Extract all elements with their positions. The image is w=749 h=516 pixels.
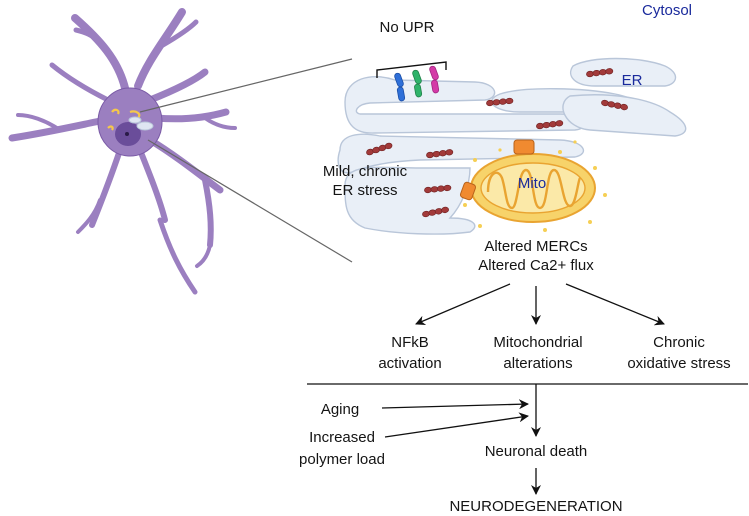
nfkb-label-line2: activation — [378, 355, 442, 372]
neurodegeneration-label: NEURODEGENERATION — [449, 498, 623, 515]
pathway-arrows — [307, 283, 748, 495]
arrow-to-oxidative-stress — [565, 283, 665, 326]
no-upr-label: No UPR — [379, 19, 435, 36]
neuronal-death-label: Neuronal death — [484, 443, 588, 460]
arrow-to-nfkb — [415, 283, 511, 326]
polymer-load-label-line1: Increased — [309, 429, 375, 446]
neuron-organelles — [107, 108, 141, 131]
mitochondrion — [459, 139, 607, 232]
oxidative-stress-label-line2: oxidative stress — [627, 355, 731, 372]
arrow-from-polymer-load — [384, 412, 529, 438]
aging-label: Aging — [320, 401, 360, 418]
er-label: ER — [621, 72, 643, 89]
zoom-line-top — [139, 58, 353, 113]
er-stress-label-line2: ER stress — [332, 182, 398, 199]
altered-mercs-label: Altered MERCs — [484, 238, 588, 255]
neuron-dendrites — [8, 8, 237, 295]
sensor-blue-icon — [394, 72, 406, 102]
mito-alterations-label-line2: alterations — [503, 355, 573, 372]
neuron-illustration — [8, 8, 237, 295]
cytosol-label: Cytosol — [641, 2, 693, 19]
altered-ca-flux-label: Altered Ca2+ flux — [478, 257, 594, 274]
sensor-green-icon — [412, 69, 423, 98]
mito-alterations-label-line1: Mitochondrial — [493, 334, 583, 351]
er-stress-label-line1: Mild, chronic — [322, 163, 408, 180]
oxidative-stress-label-line1: Chronic — [653, 334, 705, 351]
upr-sensors — [394, 65, 440, 102]
nfkb-label-line1: NFkB — [391, 334, 429, 351]
arrow-from-aging — [381, 399, 529, 410]
polymer-load-label-line2: polymer load — [299, 451, 385, 468]
mito-label: Mito — [517, 175, 547, 192]
zoom-line-bottom — [147, 139, 353, 263]
mito-channel-top — [513, 139, 535, 155]
mito-channel-left — [459, 181, 477, 201]
sensor-magenta-icon — [429, 65, 440, 94]
upr-bracket — [376, 61, 447, 78]
